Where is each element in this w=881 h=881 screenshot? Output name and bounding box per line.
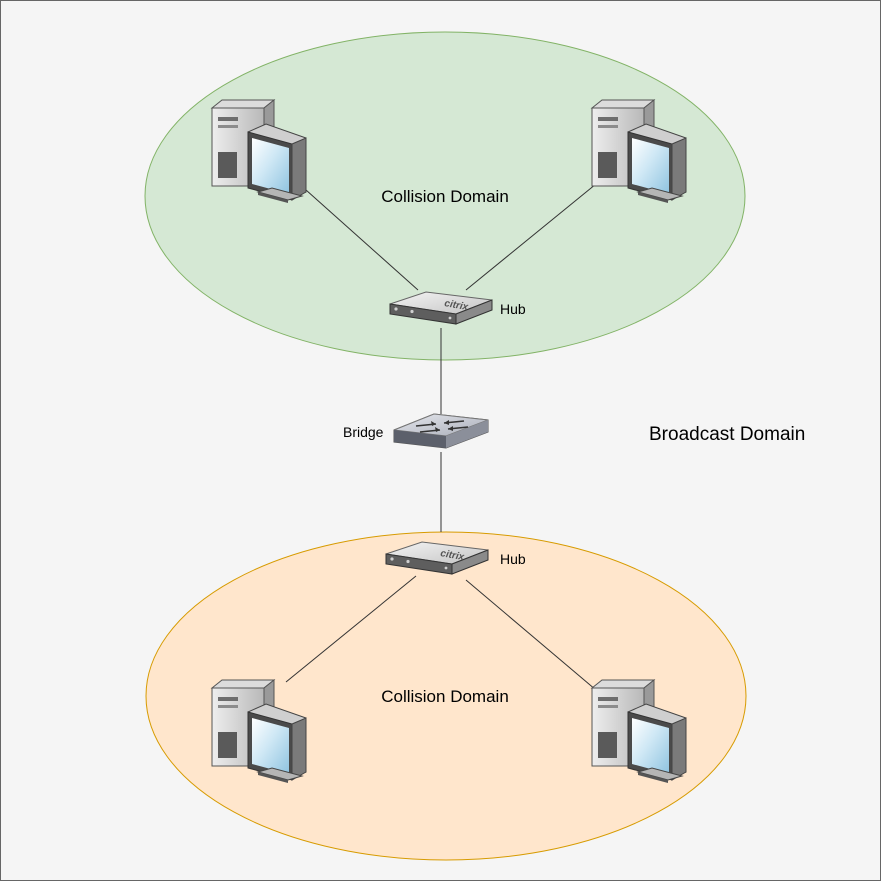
link-bottom-hub-left-pc [285,575,417,683]
bridge-label: Bridge [343,424,384,440]
link-top-left-pc-hub [305,189,419,291]
collision-domain-top-label: Collision Domain [381,187,509,206]
network-links [285,183,597,691]
link-top-right-pc-hub [465,183,597,291]
hub-bottom-brand: citrix [439,548,465,563]
hub-bottom: citrix [385,541,489,575]
hub-bottom-label: Hub [500,551,526,567]
collision-domain-bottom-label: Collision Domain [381,687,509,706]
broadcast-domain-label: Broadcast Domain [649,424,805,445]
link-bottom-hub-right-pc [465,579,597,691]
hub-top-brand: citrix [443,298,469,313]
hub-top-label: Hub [500,301,526,317]
hub-top: citrix [389,291,493,325]
